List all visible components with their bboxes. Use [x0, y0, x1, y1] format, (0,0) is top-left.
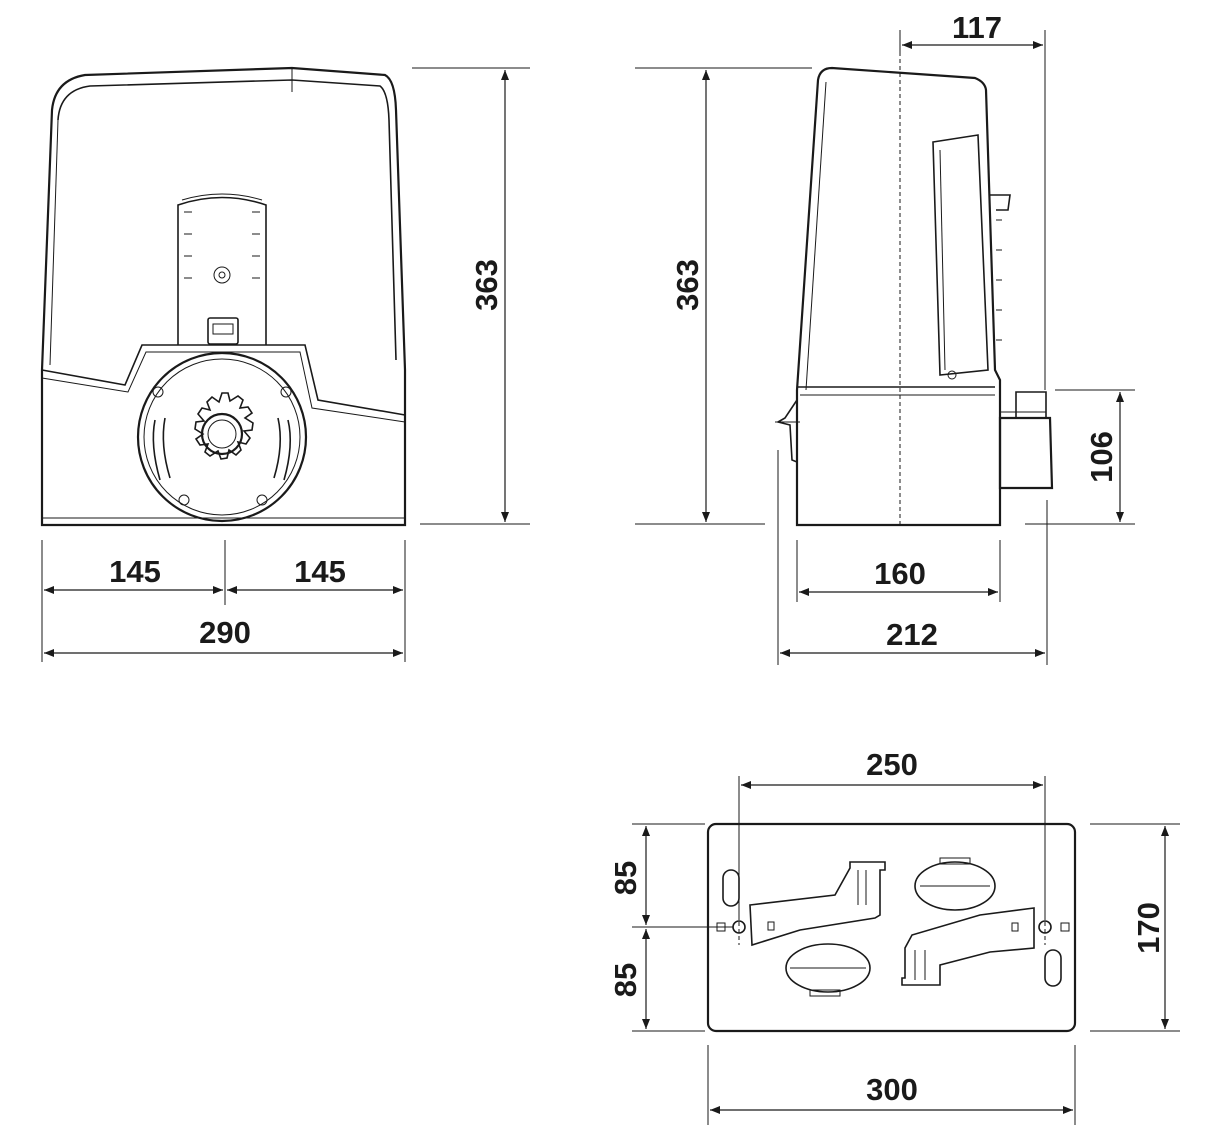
front-left-half-label: 145 [109, 554, 161, 589]
base-height-label: 170 [1131, 902, 1166, 954]
front-housing-outline [40, 66, 407, 527]
front-lower-housing [41, 344, 406, 416]
pinion-gear [194, 392, 254, 460]
side-recess [932, 134, 989, 376]
side-bracket-height-label: 106 [1084, 431, 1119, 483]
lower-oval-pad [785, 943, 871, 993]
left-bracket [749, 861, 886, 947]
front-right-half-label: 145 [294, 554, 346, 589]
side-housing-outline [795, 66, 1002, 527]
base-plate-outline [706, 822, 1077, 1033]
base-plate [706, 822, 1077, 1033]
base-hole-spacing-label: 250 [866, 747, 918, 782]
front-view [40, 66, 407, 527]
side-height-label: 363 [670, 259, 705, 311]
front-height-label: 363 [469, 259, 504, 311]
base-width-label: 300 [866, 1072, 918, 1107]
side-total-width-label: 212 [886, 617, 938, 652]
side-bracket [998, 416, 1054, 490]
front-width-label: 290 [199, 615, 251, 650]
side-top-offset-label: 117 [952, 10, 1002, 45]
right-bracket [901, 907, 1035, 986]
drive-disc [136, 351, 308, 523]
base-plate-dimensions: 250 85 85 170 300 [608, 747, 1180, 1125]
front-view-dimensions: 363 145 145 290 [41, 67, 530, 662]
base-lower-half-label: 85 [608, 963, 643, 997]
side-view-dimensions: 117 363 106 160 212 [635, 10, 1135, 665]
upper-oval-pad [914, 861, 996, 911]
base-upper-half-label: 85 [608, 861, 643, 895]
release-lever [207, 317, 239, 345]
front-cover-edge [57, 79, 397, 361]
front-mast [177, 196, 267, 345]
side-base-width-label: 160 [874, 556, 926, 591]
side-view [775, 45, 1054, 527]
